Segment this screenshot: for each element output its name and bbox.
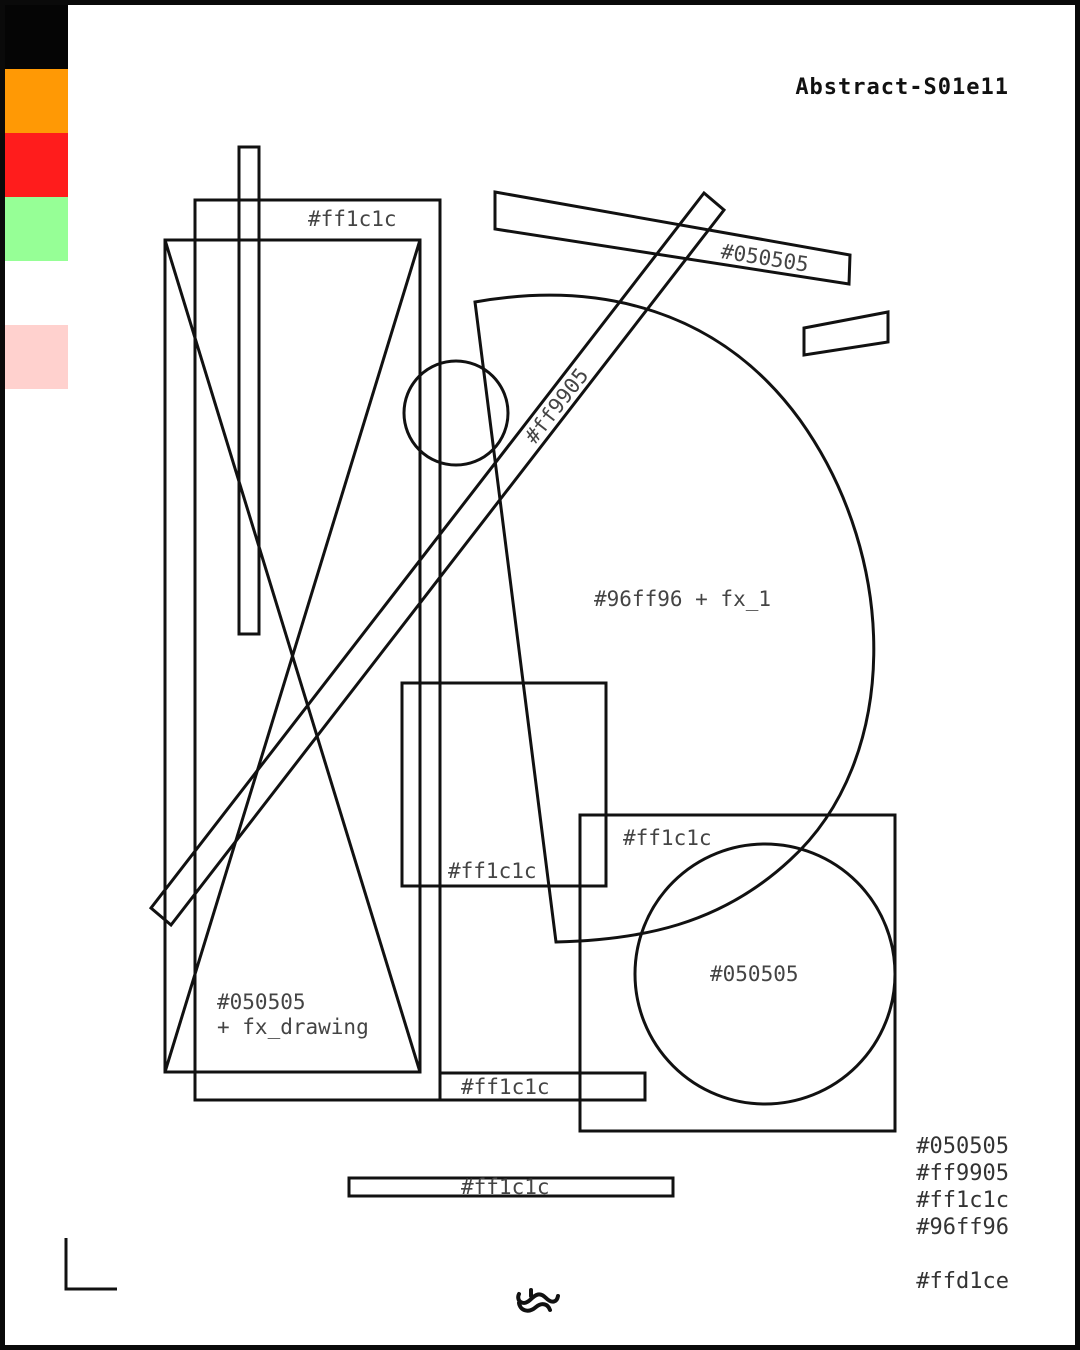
label-lower-bar: #ff1c1c <box>461 1075 550 1099</box>
swatch-orange <box>5 69 68 133</box>
palette-entry: #050505 <box>916 1134 1009 1159</box>
small-square <box>400 681 608 888</box>
swatch-green <box>5 197 68 261</box>
palette-entry: #ff1c1c <box>916 1188 1009 1213</box>
palette-list: #050505 #ff9905 #ff1c1c #96ff96 #ffd1ce <box>916 1133 1009 1295</box>
palette-entry: #ff9905 <box>916 1161 1009 1186</box>
outer-tall-rect <box>193 198 442 1102</box>
artwork-title: Abstract-S01e11 <box>795 75 1009 100</box>
label-tall-rect-line2: + fx_drawing <box>217 1015 369 1039</box>
palette-gap <box>916 1241 1009 1268</box>
label-big-square: #ff1c1c <box>623 826 712 850</box>
small-parallelogram <box>802 310 890 357</box>
label-half-circle: #96ff96 + fx_1 <box>594 587 771 611</box>
swatch-pink <box>5 325 68 389</box>
logo-icon <box>516 1288 560 1313</box>
small-circle <box>402 359 510 467</box>
big-circle <box>633 842 897 1106</box>
label-small-square: #ff1c1c <box>448 859 537 883</box>
palette-entry: #96ff96 <box>916 1215 1009 1240</box>
diagonal-bar <box>148 190 727 928</box>
label-tall-rect-top: #ff1c1c <box>308 207 397 231</box>
label-bottom-bar: #ff1c1c <box>461 1175 550 1199</box>
color-swatches <box>5 5 68 389</box>
slanted-bar <box>493 190 852 286</box>
swatch-red <box>5 133 68 197</box>
corner-mark <box>64 1238 117 1291</box>
x-line-2 <box>163 239 422 1073</box>
label-circle: #050505 <box>710 962 799 986</box>
palette-entry-extra: #ffd1ce <box>916 1269 1009 1294</box>
lower-bar <box>438 1071 647 1102</box>
label-tall-rect-line1: #050505 <box>217 990 306 1014</box>
label-diagonal-bar: #ff9905 <box>520 364 593 449</box>
thin-vertical-bar <box>237 145 261 636</box>
swatch-black <box>5 5 68 69</box>
inner-tall-rect <box>163 238 422 1074</box>
half-circle-shape <box>473 293 876 944</box>
swatch-white <box>5 261 68 325</box>
bottom-bar <box>347 1176 675 1198</box>
